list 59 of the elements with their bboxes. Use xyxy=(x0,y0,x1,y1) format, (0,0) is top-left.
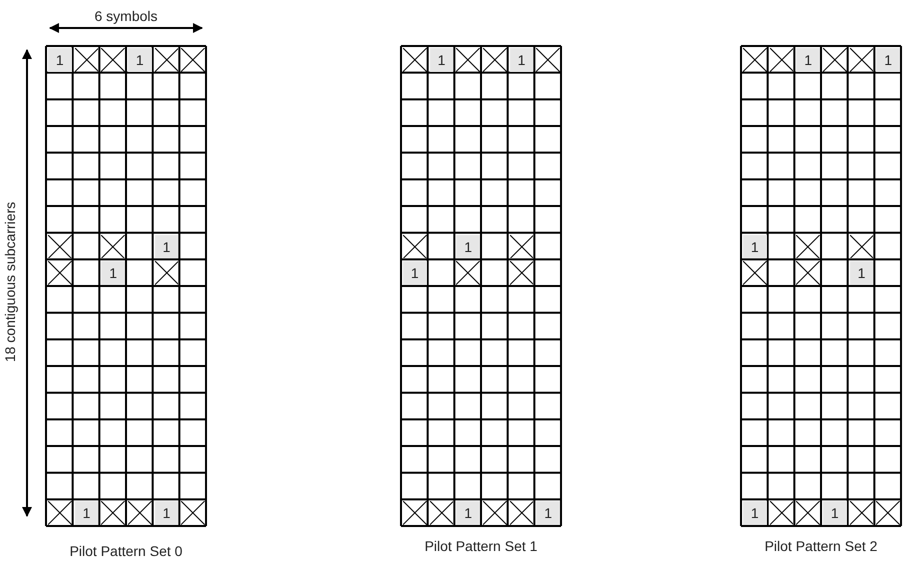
crossed-cell xyxy=(181,48,205,72)
crossed-cell xyxy=(456,261,480,286)
crossed-cell xyxy=(181,501,205,526)
crossed-cell xyxy=(483,501,507,526)
crossed-cell xyxy=(403,234,427,258)
crossed-cell xyxy=(48,261,72,286)
crossed-cell xyxy=(154,261,178,286)
pilot-cell: 1 xyxy=(403,261,427,286)
pilot-cell: 1 xyxy=(536,501,560,526)
crossed-cell xyxy=(48,234,72,258)
crossed-cell xyxy=(510,261,534,286)
crossed-cell xyxy=(430,501,454,526)
crossed-cell xyxy=(743,261,767,286)
pilot-cell: 1 xyxy=(101,261,125,286)
crossed-cell xyxy=(823,48,847,72)
crossed-cell xyxy=(101,234,125,258)
pilot-cell: 1 xyxy=(154,501,178,526)
pilot-cell: 1 xyxy=(74,501,98,526)
pilot-cell: 1 xyxy=(743,501,767,526)
crossed-cell xyxy=(536,48,560,72)
pilot-cell: 1 xyxy=(430,48,454,72)
grid-caption: Pilot Pattern Set 2 xyxy=(764,538,878,554)
crossed-cell xyxy=(483,48,507,72)
crossed-cell xyxy=(850,234,874,258)
grid-caption: Pilot Pattern Set 1 xyxy=(424,538,538,554)
crossed-cell xyxy=(101,501,125,526)
pilot-cell: 1 xyxy=(128,48,152,72)
crossed-cell xyxy=(796,501,820,526)
crossed-cell xyxy=(876,501,900,526)
dimension-label: 18 contiguous subcarriers xyxy=(2,202,18,362)
pilot-cell: 1 xyxy=(796,48,820,72)
crossed-cell xyxy=(128,501,152,526)
pilot-cell: 1 xyxy=(154,234,178,258)
grid-caption: Pilot Pattern Set 0 xyxy=(70,543,182,559)
crossed-cell xyxy=(850,501,874,526)
crossed-cell xyxy=(101,48,125,72)
crossed-cell xyxy=(403,48,427,72)
crossed-cell xyxy=(456,48,480,72)
dimension-label: 6 symbols xyxy=(94,8,158,24)
pilot-cell: 1 xyxy=(456,234,480,258)
crossed-cell xyxy=(770,501,794,526)
crossed-cell xyxy=(510,234,534,258)
pilot-cell: 1 xyxy=(510,48,534,72)
crossed-cell xyxy=(796,261,820,286)
pilot-cell: 1 xyxy=(823,501,847,526)
pilot-cell: 1 xyxy=(743,234,767,258)
crossed-cell xyxy=(743,48,767,72)
crossed-cell xyxy=(74,48,98,72)
crossed-cell xyxy=(154,48,178,72)
pilot-cell: 1 xyxy=(850,261,874,286)
pilot-cell: 1 xyxy=(456,501,480,526)
pilot-cell: 1 xyxy=(48,48,72,72)
crossed-cell xyxy=(850,48,874,72)
crossed-cell xyxy=(48,501,72,526)
pilot-cell: 1 xyxy=(876,48,900,72)
crossed-cell xyxy=(770,48,794,72)
crossed-cell xyxy=(510,501,534,526)
crossed-cell xyxy=(403,501,427,526)
crossed-cell xyxy=(796,234,820,258)
